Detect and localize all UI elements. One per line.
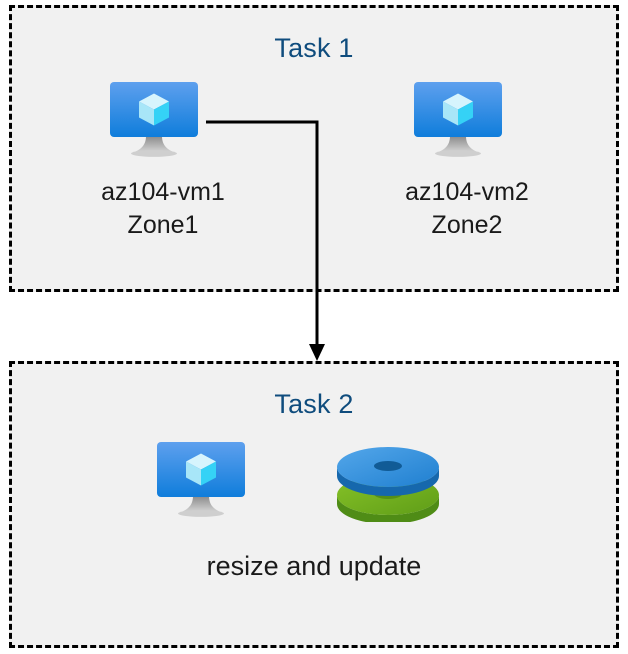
vm1-label: az104-vm1 Zone1 [101,178,225,239]
vm2-label: az104-vm2 Zone2 [405,178,529,239]
task1-title: Task 1 [274,33,354,63]
task-group-task1: Task 1 [9,5,619,292]
task-group-task2: Task 2 [9,361,619,648]
azure-virtual-machine-icon[interactable] [157,442,257,520]
task2-caption: resize and update [206,551,422,581]
azure-managed-disks-icon[interactable] [333,442,443,524]
task2-title: Task 2 [274,389,354,419]
azure-virtual-machine-icon[interactable] [414,82,514,160]
azure-virtual-machine-icon[interactable] [110,82,210,160]
